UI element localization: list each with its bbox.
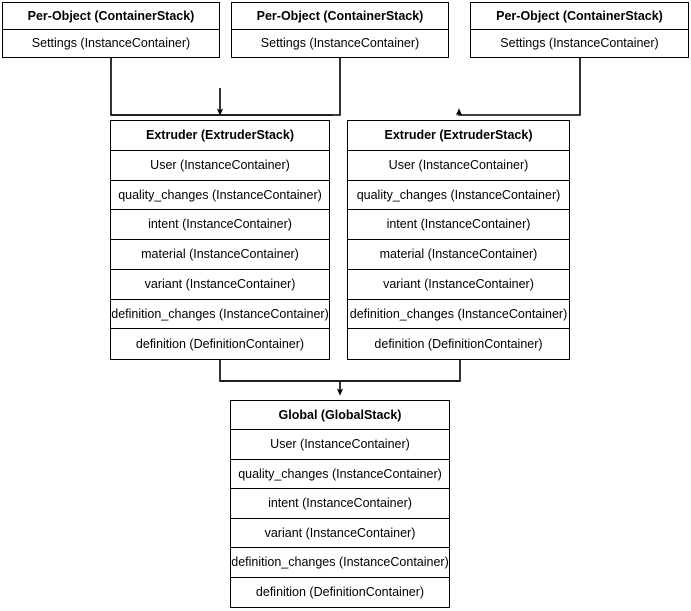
node-title: Global (GlobalStack) xyxy=(231,401,449,431)
node-global[interactable]: Global (GlobalStack) User (InstanceConta… xyxy=(230,400,450,608)
node-row-definition: definition (DefinitionContainer) xyxy=(255,585,425,600)
node-extruder-1[interactable]: Extruder (ExtruderStack) User (InstanceC… xyxy=(110,120,330,360)
node-perobject-2[interactable]: Per-Object (ContainerStack) Settings (In… xyxy=(231,2,449,58)
node-row-settings: Settings (InstanceContainer) xyxy=(31,36,191,51)
edge-extruder2-to-global xyxy=(220,360,461,382)
node-row-definition-changes: definition_changes (InstanceContainer) xyxy=(111,300,329,330)
node-perobject-1[interactable]: Per-Object (ContainerStack) Settings (In… xyxy=(2,2,220,58)
node-row-definition-changes: definition_changes (InstanceContainer) xyxy=(231,548,449,578)
node-title: Per-Object (ContainerStack) xyxy=(232,3,448,30)
edge-extruder1-to-global xyxy=(219,360,460,382)
node-extruder-2[interactable]: Extruder (ExtruderStack) User (InstanceC… xyxy=(347,120,570,360)
node-row-definition: definition (DefinitionContainer) xyxy=(135,336,305,351)
node-row-settings: Settings (InstanceContainer) xyxy=(260,36,420,51)
node-title: Per-Object (ContainerStack) xyxy=(3,3,219,30)
node-row-intent: intent (InstanceContainer) xyxy=(111,210,329,241)
node-title: Extruder (ExtruderStack) xyxy=(348,121,569,151)
node-title: Extruder (ExtruderStack) xyxy=(111,121,329,151)
edge-perobj1-to-extruder1 xyxy=(110,58,333,116)
node-row-intent: intent (InstanceContainer) xyxy=(231,489,449,519)
node-row-user: User (InstanceContainer) xyxy=(348,151,569,181)
node-row-quality-changes: quality_changes (InstanceContainer) xyxy=(111,181,329,211)
node-row-quality-changes: quality_changes (InstanceContainer) xyxy=(231,460,449,490)
node-row-settings: Settings (InstanceContainer) xyxy=(500,36,659,51)
node-row-variant: variant (InstanceContainer) xyxy=(111,270,329,300)
edge-perobj3-to-extruder2 xyxy=(455,58,581,116)
node-row-material: material (InstanceContainer) xyxy=(348,240,569,270)
node-title: Per-Object (ContainerStack) xyxy=(471,3,688,30)
node-row-user: User (InstanceContainer) xyxy=(231,430,449,460)
node-row-quality-changes: quality_changes (InstanceContainer) xyxy=(348,181,569,211)
node-row-variant: variant (InstanceContainer) xyxy=(348,270,569,300)
node-row-intent: intent (InstanceContainer) xyxy=(348,210,569,241)
node-perobject-3[interactable]: Per-Object (ContainerStack) Settings (In… xyxy=(470,2,689,58)
node-row-user: User (InstanceContainer) xyxy=(111,151,329,181)
node-row-material: material (InstanceContainer) xyxy=(111,240,329,270)
edge-perobj2-to-extruder1 xyxy=(111,58,341,116)
node-row-variant: variant (InstanceContainer) xyxy=(231,519,449,549)
node-row-definition-changes: definition_changes (InstanceContainer) xyxy=(348,300,569,330)
node-row-definition: definition (DefinitionContainer) xyxy=(374,336,543,351)
